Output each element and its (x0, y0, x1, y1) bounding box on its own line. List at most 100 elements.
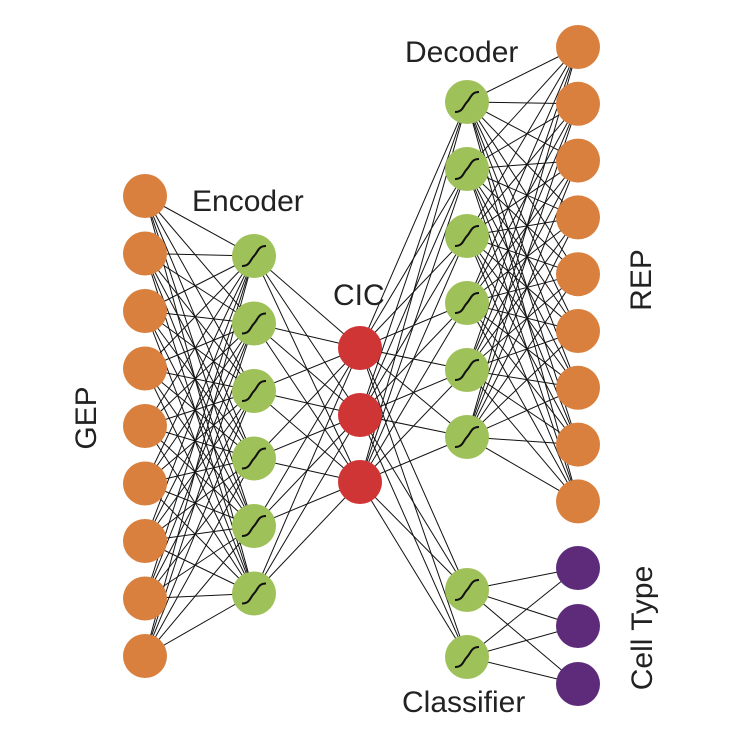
gep-encoder-edge (144, 425, 255, 527)
gep-encoder-edge (144, 483, 255, 594)
gep-encoder-edge (144, 255, 255, 484)
decoder-node (445, 415, 489, 459)
decoder-rep-edge (466, 103, 579, 304)
encoder-cic-edge (253, 414, 361, 594)
classifier-node (445, 635, 489, 679)
cic-decoder-edge (359, 302, 468, 483)
cic-node (338, 460, 382, 504)
decoder-rep-edge (466, 46, 579, 237)
decoder-rep-edge (466, 168, 579, 275)
gep-node (123, 289, 167, 333)
encoder-cic-edge (253, 255, 361, 349)
decoder-rep-edge (466, 273, 579, 371)
decoder-rep-edge (466, 273, 579, 438)
encoder-label: Encoder (192, 185, 304, 218)
gep-node (123, 461, 167, 506)
nodes (123, 25, 600, 706)
classifier-label: Classifier (402, 686, 525, 719)
decoder-rep-edge (466, 168, 579, 332)
gep-encoder-edge (144, 458, 255, 657)
cic-node (338, 326, 382, 370)
gep-encoder-edge (144, 255, 255, 427)
rep-node (556, 195, 600, 240)
cic-decoder-edge (359, 235, 468, 483)
rep-node (556, 25, 600, 69)
sigmoid-icon (454, 359, 480, 381)
decoder-rep-edge (466, 330, 579, 438)
encoder-node (232, 436, 276, 481)
gep-encoder-edge (144, 255, 255, 369)
gep-encoder-edge (144, 458, 255, 599)
decoder-rep-edge (466, 235, 579, 502)
sigmoid-icon (241, 582, 267, 605)
decoder-rep-edge (466, 217, 579, 304)
gep-node (123, 346, 167, 391)
cic-decoder-edge (359, 369, 468, 483)
decoder-rep-edge (466, 46, 579, 170)
gep-node (123, 404, 167, 448)
decoder-rep-edge (466, 101, 579, 218)
encoder-node (232, 369, 276, 413)
sigmoid-icon (454, 158, 480, 180)
encoder-node (232, 504, 276, 548)
rep-node (556, 365, 600, 410)
sigmoid-icon (241, 515, 267, 537)
encoder-node (232, 571, 276, 616)
gep-encoder-edge (144, 368, 255, 459)
decoder-label: Decoder (405, 36, 518, 69)
decoder-rep-edge (466, 101, 579, 275)
decoder-rep-edge (466, 46, 579, 304)
cell-type-node (556, 546, 600, 590)
decoder-rep-edge (466, 160, 579, 304)
decoder-rep-edge (466, 101, 579, 332)
cic-decoder-edge (359, 101, 468, 416)
decoder-node (445, 80, 489, 124)
sigmoid-icon (454, 292, 480, 314)
rep-node (556, 479, 600, 524)
gep-node (123, 634, 167, 678)
sigmoid-icon (454, 646, 480, 668)
rep-node (556, 81, 600, 126)
decoder-rep-edge (466, 235, 579, 332)
classifier-node (445, 568, 489, 612)
decoder-node (445, 348, 489, 392)
rep-label: REP (625, 249, 658, 311)
gep-encoder-edge (144, 253, 255, 459)
rep-node (556, 309, 600, 353)
gep-encoder-edge (144, 390, 255, 657)
gep-encoder-edge (144, 390, 255, 542)
gep-encoder-edge (144, 195, 255, 459)
sigmoid-icon (454, 91, 480, 113)
rep-node (556, 252, 600, 297)
gep-encoder-edge (144, 323, 255, 484)
cell-type-node (556, 604, 600, 648)
gep-encoder-edge (144, 368, 255, 527)
cic-node (338, 393, 382, 437)
cic-classifier-edge (359, 481, 468, 591)
decoder-rep-edge (466, 217, 579, 438)
cell-type-label: Cell Type (626, 566, 659, 691)
cic-label: CIC (333, 279, 385, 312)
gep-encoder-edge (144, 323, 255, 427)
decoder-rep-edge (466, 160, 579, 371)
sigmoid-icon (454, 225, 480, 247)
encoder-cic-edge (253, 481, 361, 594)
sigmoid-icon (241, 312, 267, 335)
decoder-rep-edge (466, 217, 579, 371)
cic-classifier-edge (359, 347, 468, 591)
gep-encoder-edge (144, 323, 255, 542)
encoder-cic-edge (253, 347, 361, 527)
cic-classifier-edge (359, 481, 468, 658)
decoder-node (445, 147, 489, 191)
gep-node (123, 174, 167, 218)
rep-node (556, 138, 600, 183)
gep-encoder-edge (144, 195, 255, 392)
gep-encoder-edge (144, 525, 255, 657)
cic-decoder-edge (359, 101, 468, 349)
gep-encoder-edge (144, 310, 255, 527)
gep-encoder-edge (144, 390, 255, 599)
sigmoid-icon (241, 245, 267, 267)
encoder-node (232, 301, 276, 346)
decoder-rep-edge (466, 103, 579, 371)
